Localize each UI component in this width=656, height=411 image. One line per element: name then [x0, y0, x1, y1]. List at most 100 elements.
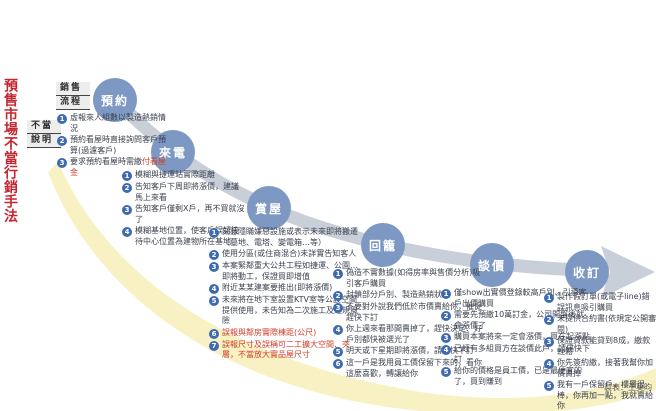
item-text: 告知客戶下周即將漲價，建議馬上來看	[135, 182, 239, 202]
item-number-badge: 2	[122, 183, 132, 193]
item-text: 我有一戶保留戶，樓層很棒，你再加一點，我就賣給你	[557, 380, 653, 410]
item-number-badge: 1	[333, 269, 343, 279]
item-number-badge: 5	[209, 296, 219, 306]
item-number-badge: 4	[333, 325, 343, 335]
item-text: 這一戶是我用員工價保留下來的，看你這麼喜歡，轉讓給你	[346, 358, 482, 378]
item-number-badge: 5	[333, 347, 343, 357]
item-number-badge: 1	[209, 228, 219, 238]
stage-bubble-negotiate: 談價	[470, 243, 514, 287]
item-text: 使用分區(或住商混合)未詳實告知客人	[222, 249, 357, 258]
item-number-badge: 5	[441, 367, 451, 377]
item-number-badge: 4	[441, 345, 451, 355]
item-number-badge: 4	[122, 227, 132, 237]
item-text: 虛報來人組數以製造熱銷情況	[70, 113, 166, 133]
item-text: 明天或下星期即將漲價，請儘快下訂	[346, 346, 474, 355]
item-number-badge: 1	[441, 289, 451, 299]
item-number-badge: 3	[544, 337, 554, 347]
item-number-badge: 6	[209, 328, 219, 339]
item-number-badge: 6	[333, 359, 343, 369]
item-text: 預約看屋時直接詢問客戶預算(過濾客戶)	[70, 135, 166, 155]
item-text: 給你的價格是員工價，已是最便宜的了，買到賺到	[454, 366, 582, 386]
item-number-badge: 2	[333, 291, 343, 301]
legend-sales-process-line2: 流程	[56, 96, 90, 110]
stage-bubble-reserve: 預約	[93, 78, 137, 122]
stage-bubble-call: 來電	[151, 130, 195, 174]
item-text: 需要先預繳10萬訂金，公司開盤後就會漲價了	[454, 310, 585, 330]
item-number-badge: 5	[544, 381, 554, 391]
stage-bubble-return: 回籠	[361, 223, 405, 267]
stage-bubble-viewing: 賞屋	[247, 186, 291, 230]
item-number-badge: 1	[544, 293, 554, 303]
item-text: 本案緊鄰重大公共工程如捷運、公園…即將動工，保證買即增值	[222, 261, 358, 281]
item-number-badge: 1	[122, 171, 132, 181]
item-number-badge: 2	[57, 136, 67, 146]
item-number-badge: 2	[544, 315, 554, 325]
item-text: 保證貸款能貸到8成，繳款輕鬆	[557, 336, 651, 356]
legend-improper-explain-line2: 說明	[27, 134, 61, 148]
item-number-badge: 2	[209, 250, 219, 260]
legend-improper-explain-line1: 不當	[27, 120, 61, 134]
item-text: 模糊基地位置，使客戶誤認接待中心位置為建物所在基地	[135, 226, 239, 246]
item-text: 刻意隱瞞嫌惡設施或表示未來即將搬遷（墓地、電塔、變電箱…等）	[222, 227, 358, 247]
item-number-badge: 3	[333, 303, 343, 313]
item-text: 未提供合約書(依規定公開審閱)	[557, 314, 656, 334]
item-text: 偽造不實數據(如得房率與售價分析)吸引客戶購買	[346, 268, 481, 288]
item-number-badge: 3	[441, 333, 451, 343]
item-text: 已經有多組買方在談價此戶，請儘快下訂	[454, 344, 590, 364]
item-text: 購買本案將來一定會漲價，買在起漲點	[454, 332, 590, 341]
item-text: 製作假訂單(或電子line)錯誤訊息吸引購買	[557, 292, 650, 312]
item-text: 附近某某建案要推出(即將漲價)	[222, 283, 333, 292]
item-number-badge: 3	[57, 158, 67, 168]
item-text: 模糊與捷運站實際距離	[135, 170, 215, 179]
item-number-badge: 1	[57, 114, 67, 124]
legend-improper-explain: 不當 說明	[27, 120, 61, 148]
item-text: 誤報與鄰房實際棟距(公尺)	[222, 327, 317, 337]
page-title: 預售市場不當行銷手法	[2, 78, 18, 223]
item-text: 你先簽約繳，接著我幫你加價賣掉	[557, 358, 653, 378]
item-text: 你上週來看那間賣掉了，趕快決定、好戶別都快被選光了	[346, 324, 482, 344]
legend-sales-process-line1: 銷售	[56, 82, 90, 96]
item-text: 未來將在地下室設置KTV室等公設空間提供使用，未告知為二次施工及違規風險	[222, 295, 358, 325]
item-text: 封鎖部分戶別、製造熱銷狀態	[346, 290, 450, 299]
flow-arrow-head	[601, 246, 655, 298]
item-text: 不要對外說我們低於市價賣給你，催促趕快下訂	[346, 302, 482, 322]
item-text: 誤報尺寸及誤稱可二工擴大空間、夾層，不當放大實品屋尺寸	[222, 339, 350, 360]
item-number-badge: 2	[441, 311, 451, 321]
item-number-badge: 4	[209, 284, 219, 294]
stage-bubble-deposit: 收訂	[565, 250, 609, 294]
